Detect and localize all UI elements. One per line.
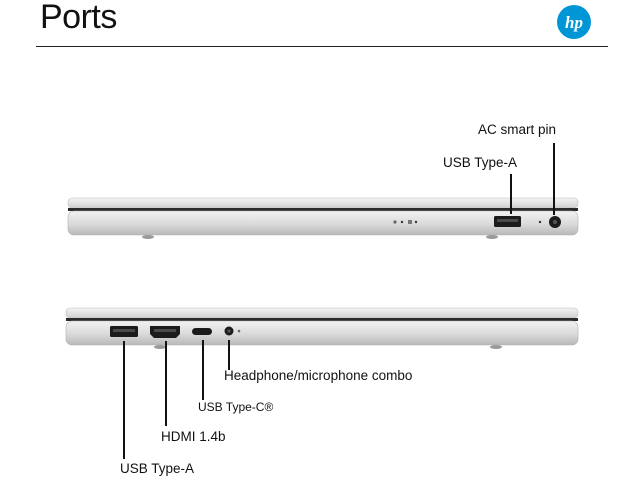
callout-line-usb-a-left (123, 341, 125, 459)
label-hdmi: HDMI 1.4b (161, 429, 226, 444)
laptop-right-body (67, 197, 579, 239)
callout-line-usb-a-right (510, 174, 512, 214)
label-headphone-combo: Headphone/microphone combo (224, 368, 413, 383)
usb-a-port-left (110, 326, 138, 337)
status-indicators (393, 220, 418, 224)
callout-line-ac-pin (553, 143, 555, 215)
headset-symbol-icon (237, 329, 241, 333)
laptop-left-body (65, 307, 579, 349)
callout-line-hdmi (165, 341, 167, 426)
label-ac-smart-pin: AC smart pin (478, 122, 557, 137)
headphone-jack (224, 326, 234, 336)
usb-a-port-right (494, 216, 521, 227)
hp-logo: hp (557, 5, 591, 39)
hdmi-port (150, 326, 180, 338)
label-usb-c: USB Type-C® (198, 400, 274, 414)
ac-power-port (549, 216, 561, 228)
title-divider (36, 46, 608, 47)
label-usb-a-right: USB Type-A (443, 155, 518, 170)
page-title: Ports (40, 0, 117, 36)
label-usb-a-left: USB Type-A (120, 461, 195, 476)
callout-line-usb-c (202, 340, 204, 400)
callout-line-headphone (228, 340, 230, 370)
usb-c-port (192, 328, 212, 335)
hp-logo-text: hp (565, 13, 583, 32)
charge-led (538, 220, 542, 224)
